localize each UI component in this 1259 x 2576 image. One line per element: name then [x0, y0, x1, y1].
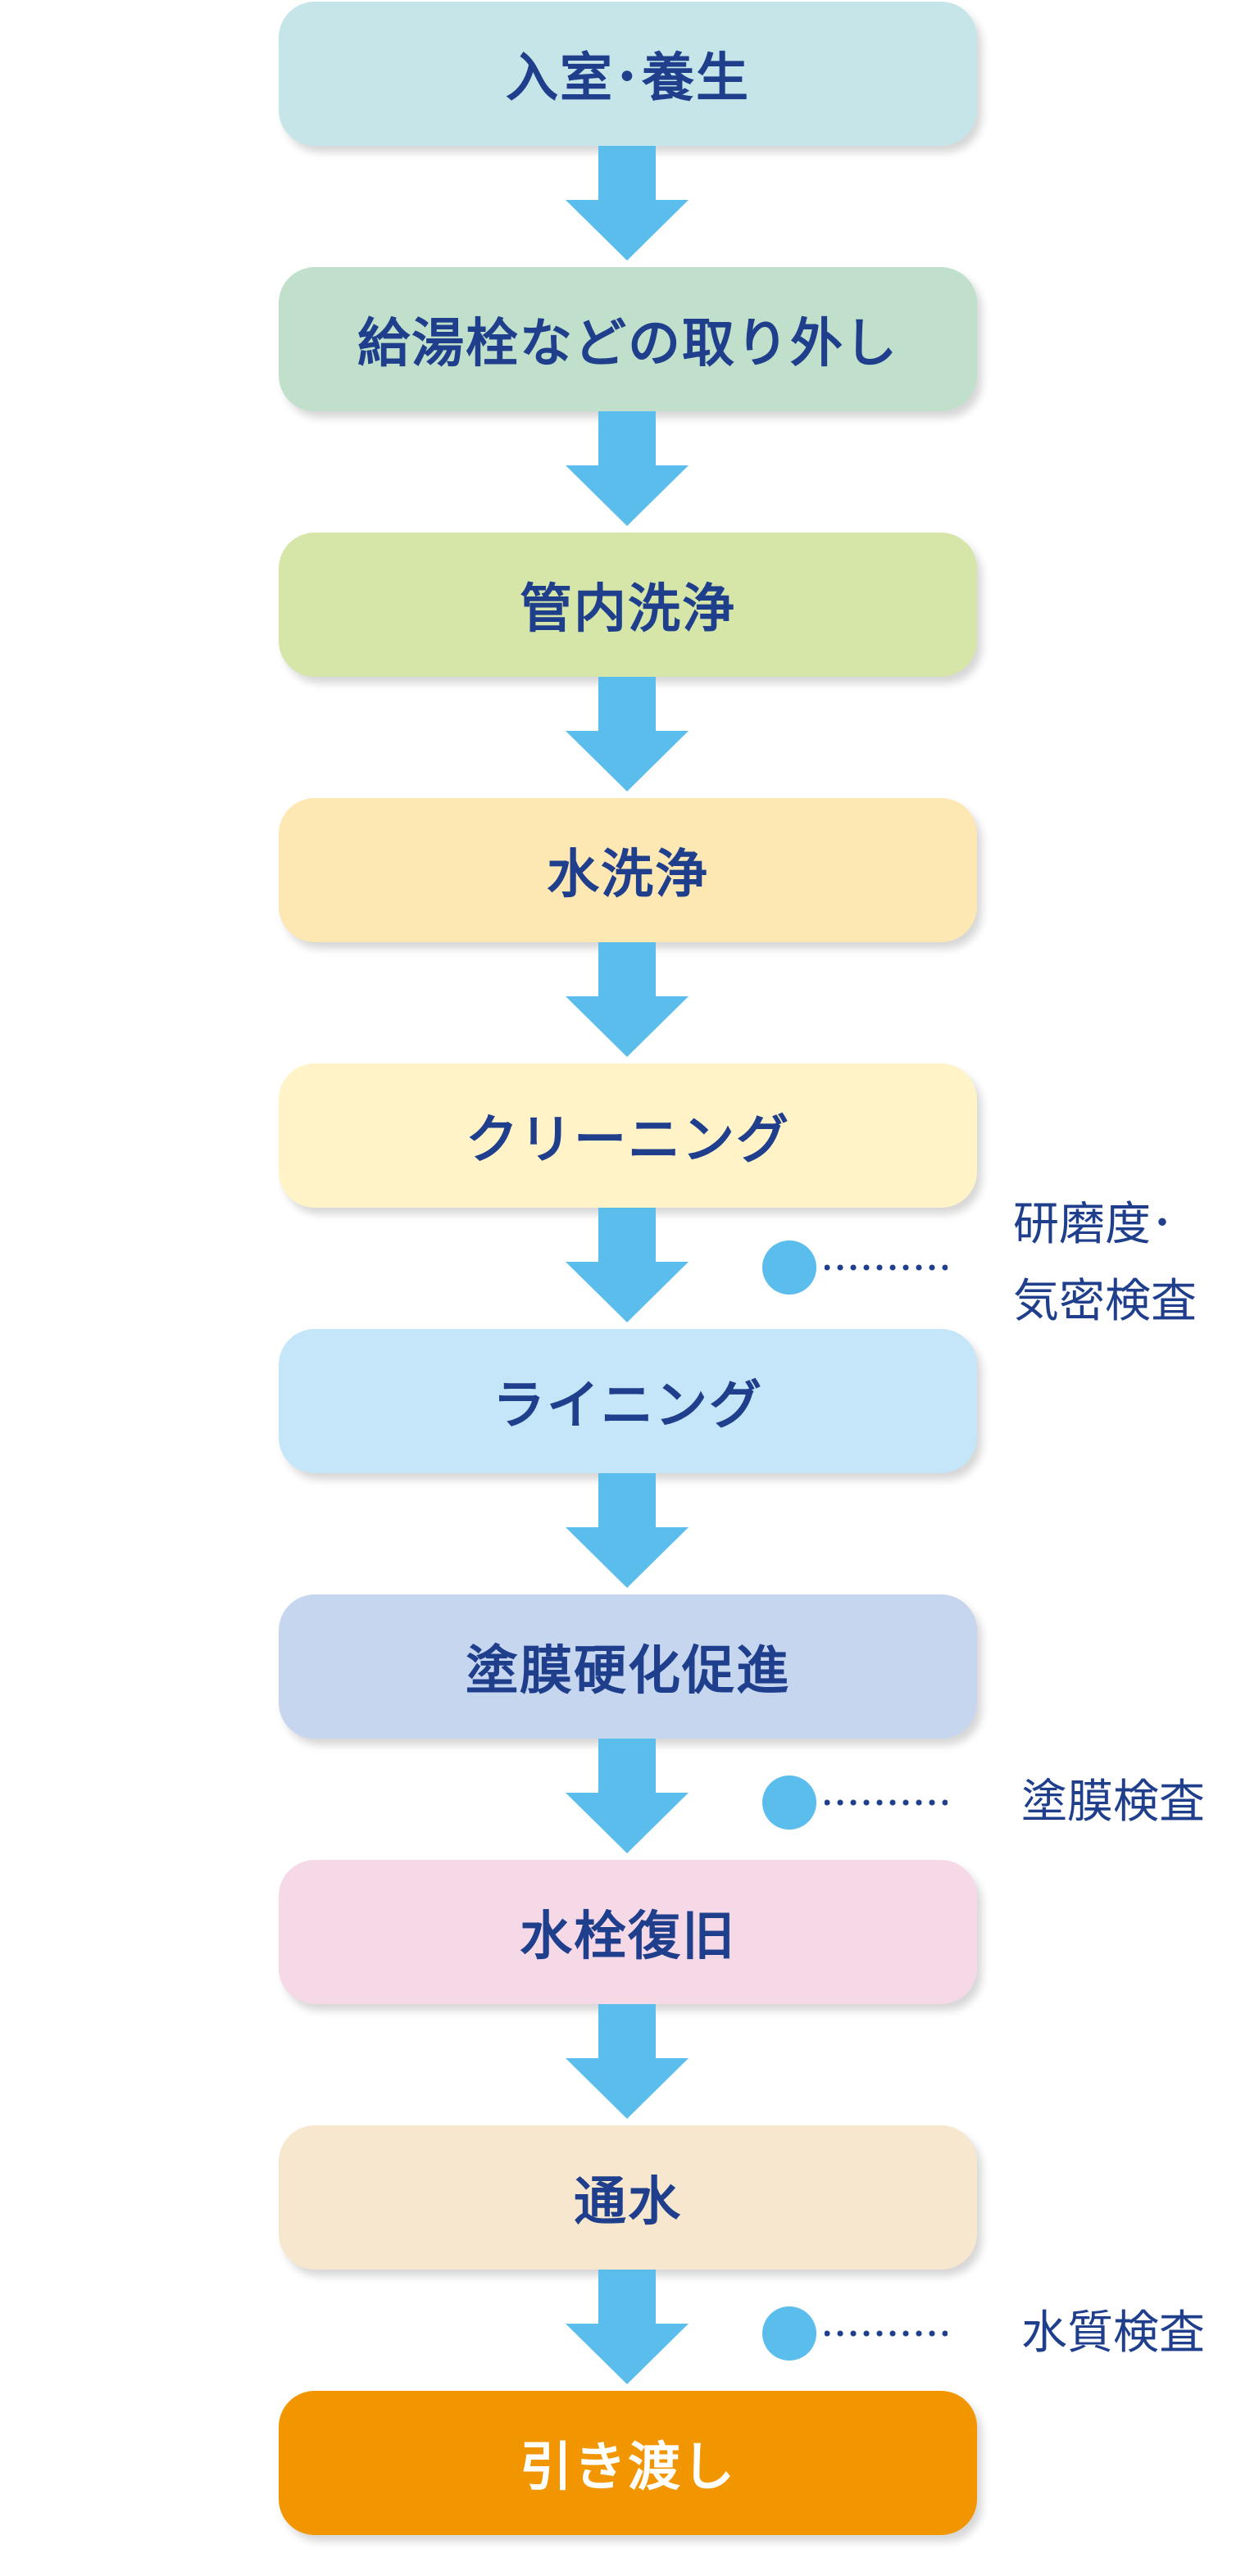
step-water-flow: 通水: [279, 2125, 977, 2270]
step-nyushitsu-yojo: 入室･養生: [279, 2, 977, 146]
step-handover: 引き渡し: [279, 2391, 977, 2535]
dotted-leader-icon: [825, 2329, 948, 2338]
step-coating-cure: 塗膜硬化促進: [279, 1594, 977, 1739]
note-text: 塗膜検査: [1021, 1764, 1205, 1841]
down-arrow-icon: [566, 942, 689, 1057]
step-label: 管内洗浄: [520, 579, 736, 640]
down-arrow-icon: [566, 1473, 689, 1588]
note-line-1: 研磨度･: [1013, 1198, 1174, 1251]
step-pipe-cleaning: 管内洗浄: [279, 533, 977, 677]
step-fixture-removal: 給湯栓などの取り外し: [279, 267, 977, 411]
note-dot-icon: [762, 1776, 816, 1830]
note-line-2: 気密検査: [1013, 1275, 1197, 1328]
dotted-leader-icon: [825, 1798, 948, 1807]
step-label: 引き渡し: [520, 2438, 736, 2498]
step-label: 給湯栓などの取り外し: [357, 314, 898, 374]
step-label: 水洗浄: [547, 845, 709, 905]
down-arrow-icon: [566, 2270, 689, 2384]
dotted-leader-icon: [825, 1263, 948, 1272]
step-label: クリーニング: [466, 1110, 790, 1171]
step-label: 水栓復旧: [520, 1907, 736, 1967]
note-line-1: 水質検査: [1021, 2306, 1205, 2360]
note-text: 水質検査: [1021, 2295, 1205, 2372]
step-cleaning: クリーニング: [279, 1064, 977, 1208]
note-line-1: 塗膜検査: [1021, 1776, 1205, 1829]
step-water-rinse: 水洗浄: [279, 798, 977, 942]
step-label: 通水: [574, 2172, 682, 2233]
step-label: 塗膜硬化促進: [466, 1641, 790, 1702]
down-arrow-icon: [566, 146, 689, 261]
step-faucet-restore: 水栓復旧: [279, 1860, 977, 2004]
note-dot-icon: [762, 2306, 816, 2361]
note-dot-icon: [762, 1240, 816, 1295]
step-label: ライニング: [493, 1376, 763, 1436]
down-arrow-icon: [566, 1739, 689, 1853]
down-arrow-icon: [566, 411, 689, 526]
step-label: 入室･養生: [506, 48, 750, 109]
down-arrow-icon: [566, 2004, 689, 2119]
note-text: 研磨度･ 気密検査: [1013, 1186, 1197, 1340]
down-arrow-icon: [566, 1208, 689, 1322]
down-arrow-icon: [566, 677, 689, 791]
step-lining: ライニング: [279, 1329, 977, 1473]
